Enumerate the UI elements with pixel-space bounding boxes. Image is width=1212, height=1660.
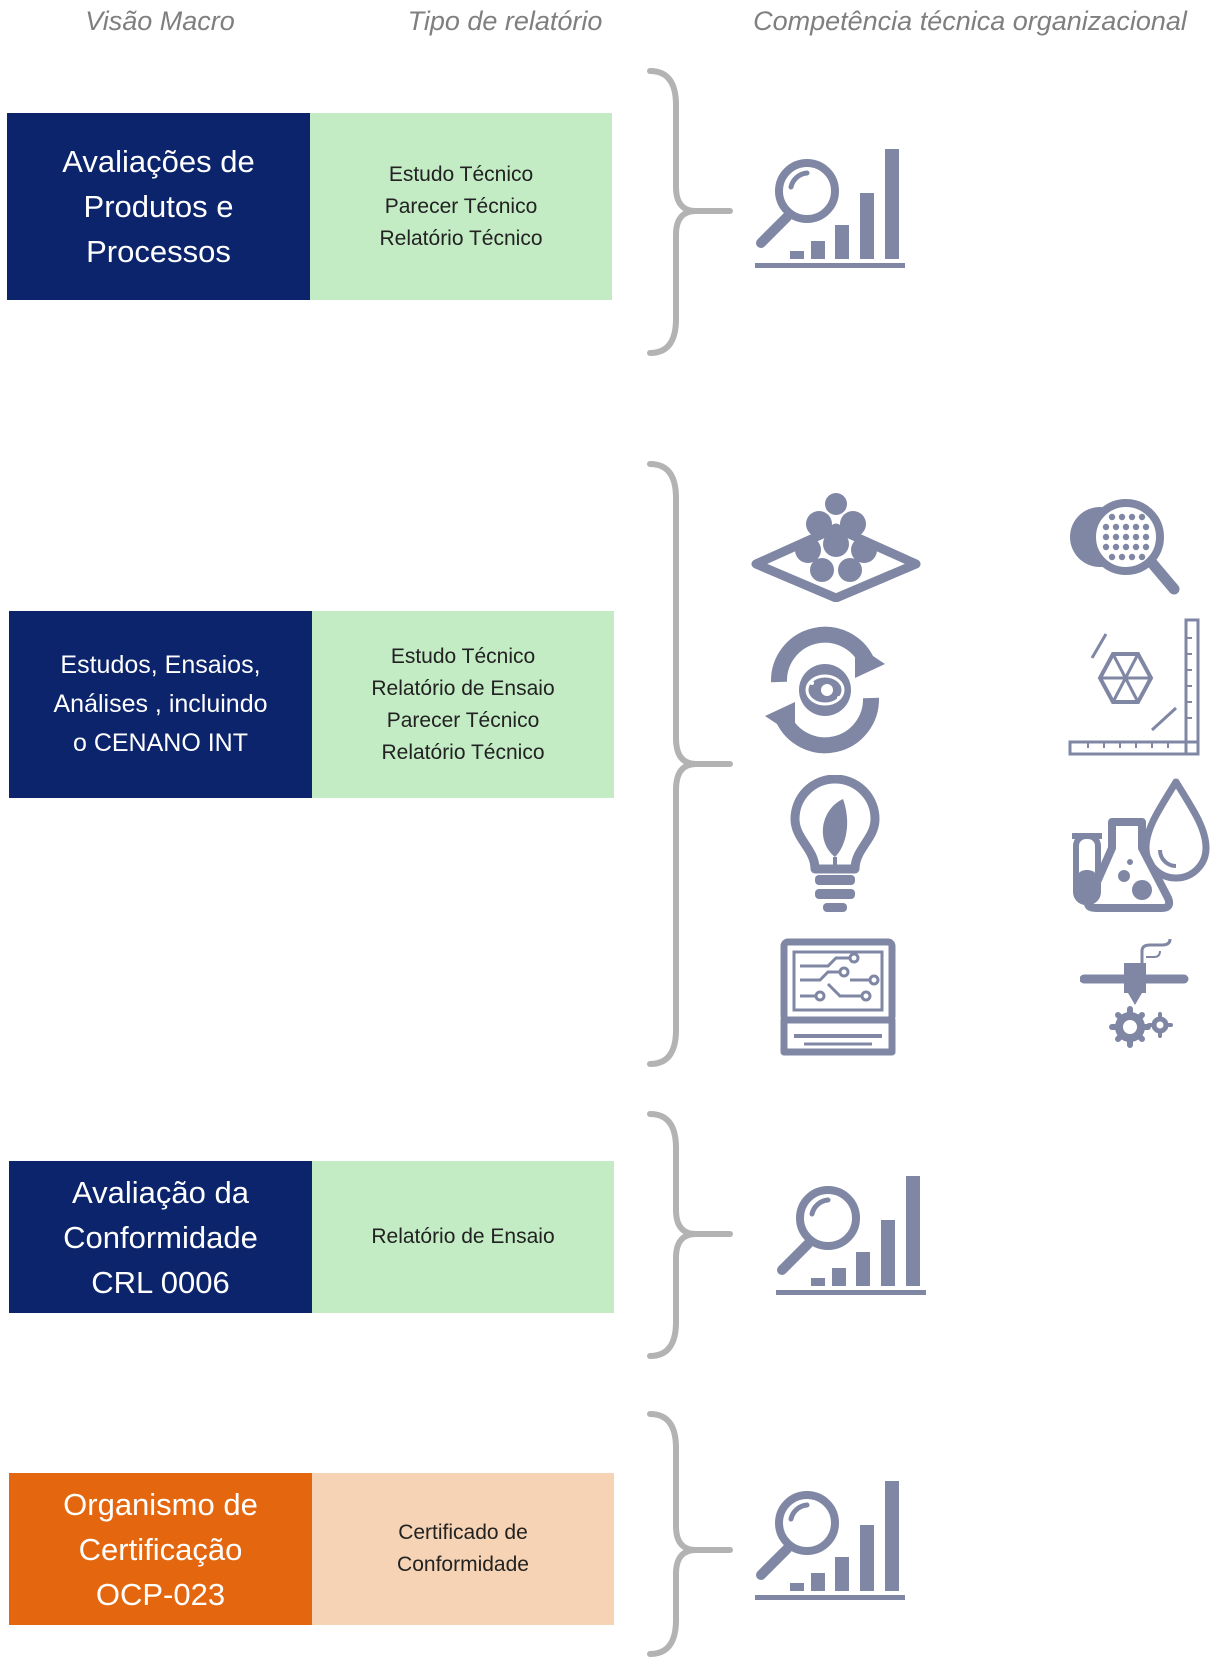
bracket-row-1	[647, 68, 733, 356]
bracket-row-4	[647, 1411, 733, 1657]
tipo-box-estudos-ensaios: Estudo Técnico Relatório de Ensaio Parec…	[312, 611, 614, 798]
magnified-nanostructure-icon	[1070, 499, 1180, 595]
tipo-box-avaliacoes-produtos: Estudo Técnico Parecer Técnico Relatório…	[310, 113, 612, 300]
circuit-monitor-icon	[780, 938, 896, 1056]
macro-box-avaliacoes-produtos: Avaliações de Produtos e Processos	[7, 113, 310, 300]
tipo-line: Conformidade	[397, 1553, 529, 1576]
macro-line: o CENANO INT	[72, 729, 248, 757]
macro-line: Avaliações de	[62, 144, 255, 179]
tipo-line: Relatório de Ensaio	[371, 1225, 555, 1248]
analytics-magnifier-icon	[776, 1176, 926, 1295]
macro-line: Organismo de	[63, 1486, 258, 1522]
macro-line: Estudos, Ensaios,	[60, 651, 261, 679]
analytics-magnifier-icon	[755, 149, 905, 268]
3d-printer-icon	[1080, 938, 1189, 1048]
tipo-box-organismo-certificacao: Certificado de Conformidade	[312, 1473, 614, 1625]
hexagon-measurement-icon	[1068, 618, 1200, 756]
macro-box-organismo-certificacao: Organismo de Certificação OCP-023	[9, 1473, 312, 1625]
tipo-box-avaliacao-conformidade: Relatório de Ensaio	[312, 1161, 614, 1313]
macro-line: Processos	[86, 234, 231, 269]
macro-line: Avaliação da	[72, 1174, 249, 1210]
tipo-line: Relatório Técnico	[379, 226, 543, 250]
tipo-line: Parecer Técnico	[386, 708, 540, 732]
macro-line: Conformidade	[63, 1219, 258, 1255]
macro-line: Produtos e	[83, 189, 234, 224]
macro-line: OCP-023	[95, 1576, 226, 1612]
header-tipo-relatorio: Tipo de relatório	[407, 6, 603, 36]
nanoparticles-surface-icon	[751, 493, 921, 602]
macro-box-avaliacao-conformidade: Avaliação da Conformidade CRL 0006	[9, 1161, 312, 1313]
header-visao-macro: Visão Macro	[85, 6, 235, 36]
bracket-row-3	[647, 1111, 733, 1359]
macro-line: Análises , incluindo	[53, 690, 268, 718]
tipo-line: Certificado de	[398, 1521, 528, 1544]
header-competencia-tecnica: Competência técnica organizacional	[753, 6, 1187, 36]
tipo-line: Estudo Técnico	[390, 644, 536, 668]
tipo-line: Relatório de Ensaio	[371, 676, 555, 700]
cell-cycle-icon	[765, 626, 885, 754]
tipo-line: Estudo Técnico	[388, 162, 534, 186]
macro-box-estudos-ensaios: Estudos, Ensaios, Análises , incluindo o…	[9, 611, 312, 798]
chemistry-lab-icon	[1072, 778, 1210, 912]
sustainable-energy-bulb-icon	[790, 775, 880, 912]
tipo-line: Relatório Técnico	[381, 740, 545, 764]
bracket-row-2	[647, 461, 733, 1067]
tipo-line: Parecer Técnico	[384, 194, 538, 218]
macro-line: CRL 0006	[91, 1264, 230, 1300]
macro-line: Certificação	[78, 1531, 243, 1567]
analytics-magnifier-icon	[755, 1481, 905, 1600]
